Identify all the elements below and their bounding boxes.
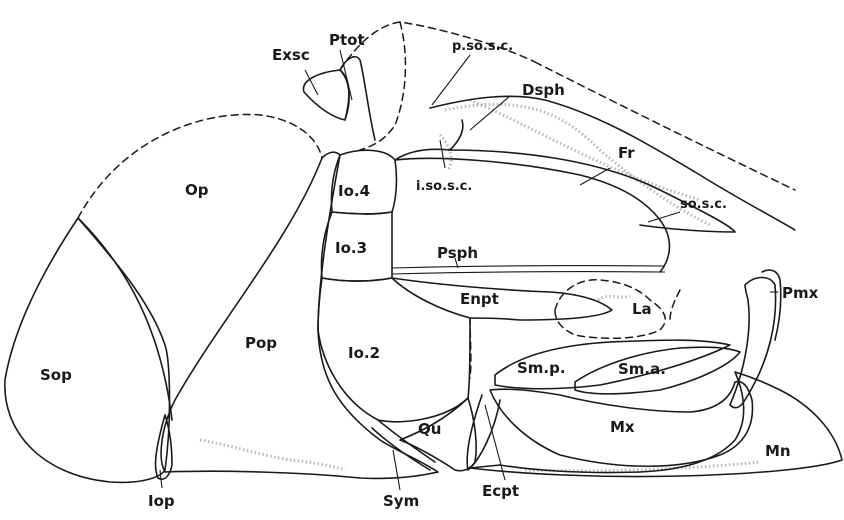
- dermosphenotic-bone: [395, 120, 463, 160]
- iso-sc-leader: [440, 140, 445, 168]
- iso-sc-label: i.so.s.c.: [416, 179, 472, 194]
- smp-label: Sm.p.: [517, 359, 566, 377]
- subopercle-bone: [5, 218, 170, 482]
- sop-label: Sop: [40, 366, 72, 384]
- op-label: Op: [185, 181, 209, 199]
- ecpt-label: Ecpt: [482, 482, 519, 500]
- pop-label: Pop: [245, 334, 277, 352]
- ptot-label: Ptot: [329, 31, 365, 49]
- endopterygoid-bone: [392, 278, 612, 320]
- lachrymal-shading: [598, 296, 630, 300]
- ecpt-leader: [485, 405, 505, 480]
- sym-leader: [393, 450, 400, 490]
- lachrymal-dorsal-dash: [670, 290, 680, 320]
- mn-label: Mn: [765, 442, 791, 460]
- pso-sc-label: p.so.s.c.: [452, 39, 513, 54]
- infraorbital-2-bone: [318, 278, 470, 422]
- ectopterygoid-bone: [467, 395, 500, 470]
- sma-label: Sm.a.: [618, 360, 666, 378]
- pterotic-bone: [340, 57, 375, 140]
- opercle-bone: [78, 218, 172, 420]
- parasphenoid-ridge-lower: [392, 272, 665, 274]
- preopercle-bone: [161, 152, 438, 478]
- pterotic-posterior-dash: [360, 22, 405, 150]
- so-sc-leader: [648, 212, 680, 222]
- preopercle-shading: [200, 440, 345, 470]
- psph-label: Psph: [437, 244, 478, 262]
- fr-label: Fr: [618, 144, 635, 162]
- iop-label: Iop: [148, 492, 175, 510]
- qu-label: Qu: [418, 420, 441, 438]
- enpt-label: Enpt: [460, 290, 499, 308]
- dsph-leader: [470, 96, 510, 130]
- io3-label: Io.3: [335, 239, 367, 257]
- opercle-dorsal-margin: [78, 114, 322, 218]
- io4-label: Io.4: [338, 182, 370, 200]
- pmx-label: Pmx: [782, 284, 819, 302]
- sym-label: Sym: [383, 492, 419, 510]
- io2-label: Io.2: [348, 344, 380, 362]
- mx-label: Mx: [610, 418, 635, 436]
- so-sc-label: so.s.c.: [680, 197, 727, 212]
- pso-sc-leader: [432, 55, 470, 105]
- supraorbital-canal-shading: [470, 100, 700, 200]
- premaxilla-bone: [730, 278, 776, 408]
- la-label: La: [632, 300, 652, 318]
- exsc-label: Exsc: [272, 46, 310, 64]
- frontal-shading: [445, 104, 710, 225]
- parasphenoid-ridge-upper: [392, 266, 665, 268]
- extrascapular-bone: [303, 70, 349, 120]
- dsph-label: Dsph: [522, 81, 565, 99]
